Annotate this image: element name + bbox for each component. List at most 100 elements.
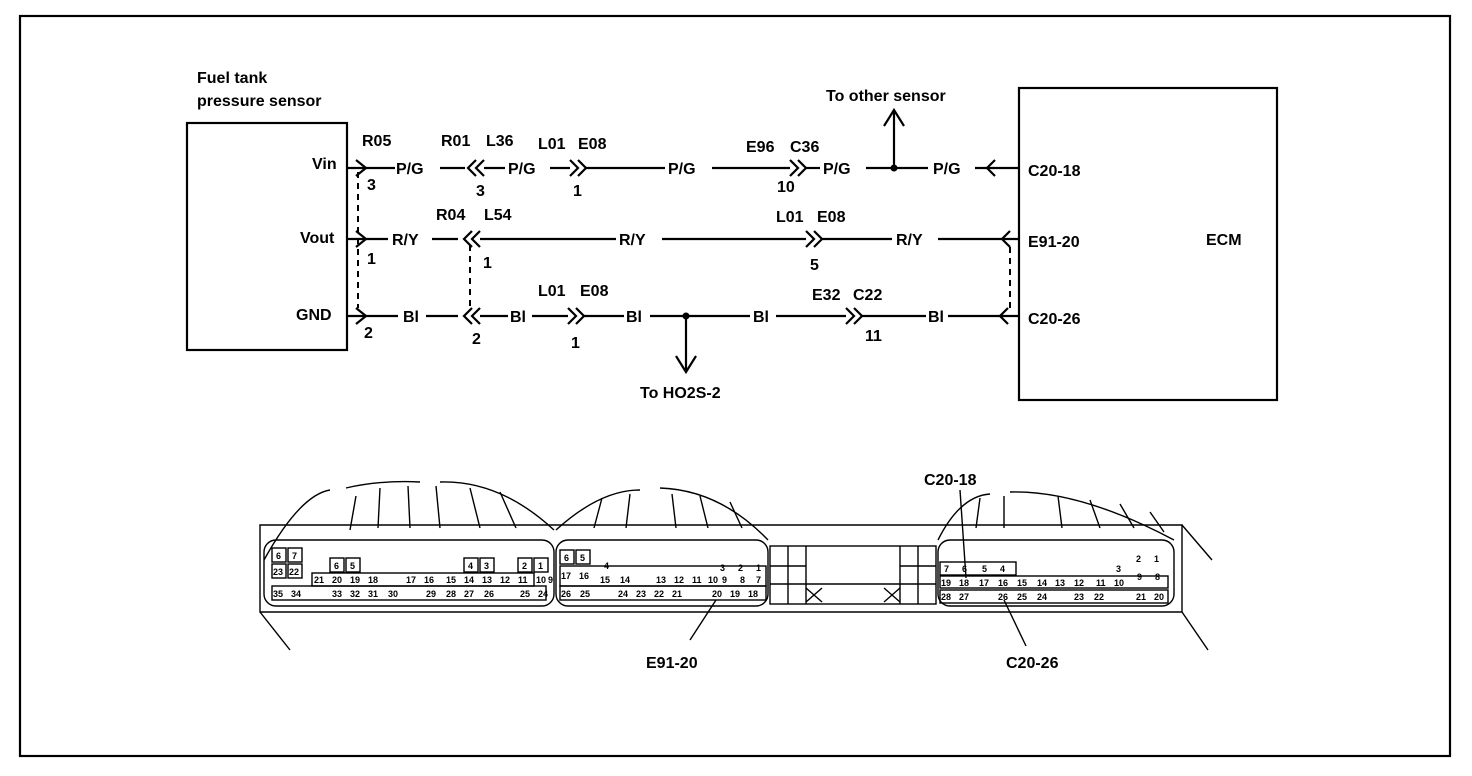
pin-cell: 28 — [941, 592, 951, 602]
pin-vin-r01: 3 — [476, 183, 485, 200]
ecm-connector-center-block — [769, 545, 937, 605]
connector-r01: R01 — [441, 133, 470, 150]
pin-cell: 19 — [350, 575, 360, 585]
pin-cell: 12 — [1074, 578, 1084, 588]
pin-cell: 5 — [580, 553, 585, 563]
pin-cell: 9 — [1137, 572, 1142, 582]
sensor-title-line1: Fuel tank — [197, 70, 267, 87]
pin-cell: 7 — [944, 564, 949, 574]
ecm-connector-face — [259, 480, 1213, 651]
pin-cell: 19 — [730, 589, 740, 599]
c20-26-leader — [1003, 599, 1027, 647]
pin-cell: 3 — [720, 563, 725, 573]
pin-cell: 17 — [561, 571, 571, 581]
connector-l54: L54 — [484, 207, 512, 224]
pin-cell: 26 — [998, 592, 1008, 602]
pin-cell: 16 — [579, 571, 589, 581]
pin-cell: 9 — [722, 575, 727, 585]
pin-cell: 23 — [1074, 592, 1084, 602]
pin-cell: 17 — [979, 578, 989, 588]
pin-cell: 8 — [1155, 572, 1160, 582]
vin-wire-color-5: P/G — [933, 161, 961, 178]
pin-cell: 11 — [692, 575, 702, 585]
pin-cell: 14 — [1037, 578, 1047, 588]
pin-cell: 16 — [998, 578, 1008, 588]
callout-c20-18: C20-18 — [924, 472, 977, 489]
connector-e08-gnd: E08 — [580, 283, 609, 300]
pin-cell: 14 — [464, 575, 474, 585]
sensor-pin-vout: Vout — [300, 230, 335, 247]
pin-cell: 6 — [564, 553, 569, 563]
pin-cell: 10 — [708, 575, 718, 585]
connector-r05: R05 — [362, 133, 391, 150]
c20-18-leader — [959, 489, 967, 579]
pin-cell: 11 — [518, 575, 528, 585]
pin-cell: 29 — [426, 589, 436, 599]
pin-cell: 24 — [618, 589, 628, 599]
pin-vin-r05: 3 — [367, 177, 376, 194]
pin-cell: 15 — [1017, 578, 1027, 588]
pin-vout-r05: 1 — [367, 251, 376, 268]
pin-cell: 15 — [600, 575, 610, 585]
pin-cell: 14 — [620, 575, 630, 585]
ecm-connector-left-block: 6 7 6 5 4 3 2 1 23 22 21 20 19 18 17 16 … — [271, 547, 553, 601]
connector-l01-vout: L01 — [776, 209, 804, 226]
pin-cell: 10 — [536, 575, 546, 585]
pin-cell: 20 — [712, 589, 722, 599]
connector-l01-gnd: L01 — [538, 283, 566, 300]
pin-cell: 13 — [656, 575, 666, 585]
gnd-wire — [347, 307, 1018, 375]
connector-e96: E96 — [746, 139, 775, 156]
vin-wire-color-4: P/G — [823, 161, 851, 178]
fuel-tank-pressure-sensor-box — [185, 121, 349, 352]
pin-cell: 16 — [424, 575, 434, 585]
pin-cell: 26 — [561, 589, 571, 599]
pin-cell: 8 — [740, 575, 745, 585]
pin-cell: 2 — [1136, 554, 1141, 564]
pin-cell: 27 — [464, 589, 474, 599]
pin-cell: 27 — [959, 592, 969, 602]
pin-cell: 3 — [1116, 564, 1121, 574]
pin-cell: 12 — [674, 575, 684, 585]
pin-cell: 6 — [276, 551, 281, 561]
pin-cell: 13 — [1055, 578, 1065, 588]
pin-cell: 12 — [500, 575, 510, 585]
pin-cell: 2 — [522, 561, 527, 571]
pin-cell: 5 — [350, 561, 355, 571]
pin-cell: 4 — [468, 561, 473, 571]
pin-cell: 13 — [482, 575, 492, 585]
connector-l01-vin: L01 — [538, 136, 566, 153]
pin-gnd-r04: 2 — [472, 331, 481, 348]
pin-gnd-l01: 1 — [571, 335, 580, 352]
pin-cell: 1 — [756, 563, 761, 573]
gnd-wire-color-2: Bl — [510, 309, 526, 326]
pin-cell: 1 — [1154, 554, 1159, 564]
pin-cell: 35 — [273, 589, 283, 599]
vin-wire-color-2: P/G — [508, 161, 536, 178]
pin-cell: 24 — [538, 589, 548, 599]
pin-cell: 10 — [1114, 578, 1124, 588]
pin-cell: 23 — [273, 567, 283, 577]
pin-cell: 34 — [291, 589, 301, 599]
pin-cell: 33 — [332, 589, 342, 599]
ecm-terminal-e91-20: E91-20 — [1028, 234, 1080, 251]
pin-cell: 7 — [756, 575, 761, 585]
pin-cell: 26 — [484, 589, 494, 599]
pin-vout-l01: 5 — [810, 257, 819, 274]
pin-cell: 25 — [520, 589, 530, 599]
ecm-terminal-c20-26: C20-26 — [1028, 311, 1081, 328]
connector-r04: R04 — [436, 207, 465, 224]
pin-cell: 11 — [1096, 578, 1106, 588]
pin-vin-e96: 10 — [777, 179, 795, 196]
pin-cell: 18 — [959, 578, 969, 588]
pin-cell: 18 — [368, 575, 378, 585]
pin-cell: 3 — [484, 561, 489, 571]
vout-wire-color-1: R/Y — [392, 232, 419, 249]
pin-cell: 18 — [748, 589, 758, 599]
callout-c20-26: C20-26 — [1006, 655, 1059, 672]
ecm-box — [1017, 86, 1279, 402]
ecm-title: ECM — [1206, 232, 1242, 249]
vout-wire-color-2: R/Y — [619, 232, 646, 249]
pin-cell: 20 — [1154, 592, 1164, 602]
pin-cell: 4 — [1000, 564, 1005, 574]
